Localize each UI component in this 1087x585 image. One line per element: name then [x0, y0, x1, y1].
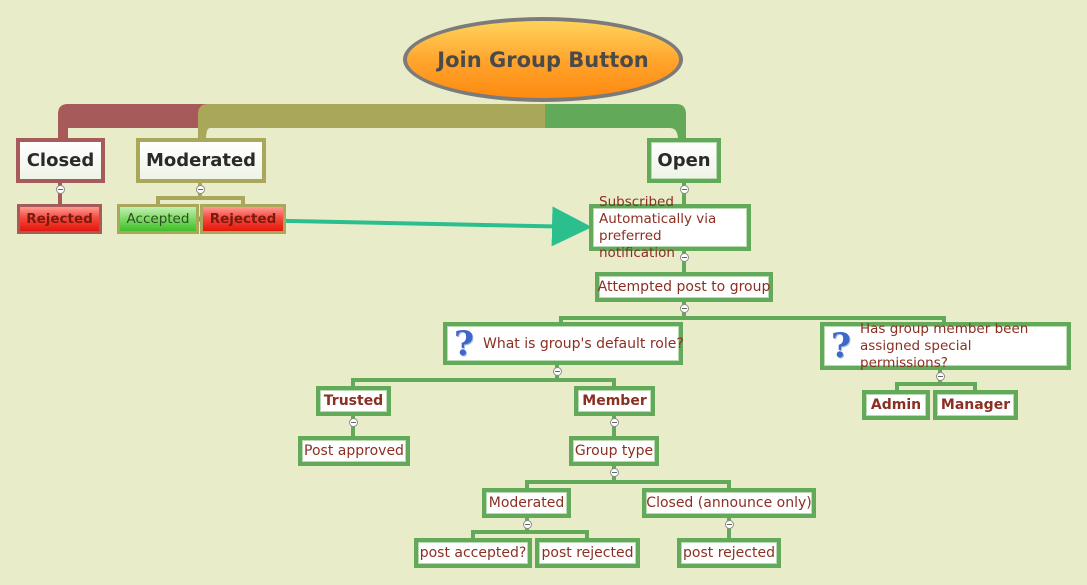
- collapse-toggle-icon[interactable]: [680, 304, 689, 313]
- collapse-toggle-icon[interactable]: [349, 418, 358, 427]
- default-role-label: What is group's default role?: [483, 335, 684, 352]
- collapse-toggle-icon[interactable]: [680, 253, 689, 262]
- post-approved-node[interactable]: Post approved: [298, 436, 410, 466]
- collapse-toggle-icon[interactable]: [680, 185, 689, 194]
- attempted-post-node[interactable]: Attempted post to group: [595, 272, 773, 302]
- closed-node[interactable]: Closed: [16, 138, 105, 183]
- permissions-node[interactable]: ? Has group member been assigned special…: [820, 320, 1071, 371]
- manager-node[interactable]: Manager: [933, 390, 1018, 420]
- collapse-toggle-icon[interactable]: [56, 185, 65, 194]
- permissions-label: Has group member been assigned special p…: [860, 320, 1029, 371]
- moderated-rejected-tag[interactable]: Rejected: [200, 204, 286, 234]
- moderated-branch-line: [198, 104, 545, 140]
- moderated-node[interactable]: Moderated: [136, 138, 266, 183]
- collapse-toggle-icon[interactable]: [936, 372, 945, 381]
- collapse-toggle-icon[interactable]: [196, 185, 205, 194]
- closed-rejected-tag[interactable]: Rejected: [17, 204, 102, 234]
- subscribed-node[interactable]: Subscribed Automatically via preferred n…: [589, 194, 751, 261]
- question-icon: ?: [454, 323, 474, 364]
- member-node[interactable]: Member: [574, 386, 655, 416]
- group-type-node[interactable]: Group type: [569, 436, 659, 466]
- question-icon: ?: [831, 326, 851, 366]
- member-moderated-node[interactable]: Moderated: [482, 488, 571, 518]
- moderated-accepted-tag[interactable]: Accepted: [117, 204, 199, 234]
- collapse-toggle-icon[interactable]: [553, 367, 562, 376]
- post-accepted-node[interactable]: post accepted?: [414, 538, 532, 568]
- closed-post-rejected-node[interactable]: post rejected: [677, 538, 781, 568]
- admin-node[interactable]: Admin: [862, 390, 930, 420]
- closed-branch-line: [58, 104, 210, 140]
- collapse-toggle-icon[interactable]: [610, 468, 619, 477]
- collapse-toggle-icon[interactable]: [725, 520, 734, 529]
- open-branch-line: [545, 104, 686, 140]
- open-node[interactable]: Open: [647, 138, 721, 183]
- default-role-node[interactable]: ? What is group's default role?: [443, 322, 684, 365]
- trusted-node[interactable]: Trusted: [316, 386, 391, 416]
- root-topic[interactable]: Join Group Button: [403, 17, 683, 102]
- closed-announce-node[interactable]: Closed (announce only): [642, 488, 816, 518]
- collapse-toggle-icon[interactable]: [610, 418, 619, 427]
- collapse-toggle-icon[interactable]: [523, 520, 532, 529]
- moderated-post-rejected-node[interactable]: post rejected: [535, 538, 640, 568]
